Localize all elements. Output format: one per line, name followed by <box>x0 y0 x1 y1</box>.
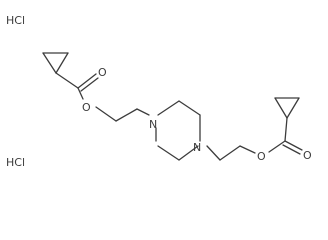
ester-group-top <box>55 72 99 100</box>
ethyl-linker-top <box>95 106 150 122</box>
piperazine-ring <box>155 100 201 161</box>
ester-oxygen-bottom: O <box>257 150 266 163</box>
cyclopropyl-ring-bottom <box>274 97 300 119</box>
cyclopropyl-ring-top <box>42 52 69 74</box>
hcl-label-top: HCl <box>6 14 25 27</box>
ester-group-bottom <box>268 117 303 155</box>
ethyl-linker-bottom <box>206 145 256 161</box>
carbonyl-oxygen-bottom: O <box>303 149 312 162</box>
chemical-structure: HCl HCl O O N N O <box>6 14 312 169</box>
carbonyl-oxygen-top: O <box>98 66 107 79</box>
hcl-label-bottom: HCl <box>6 156 25 169</box>
nitrogen-bottom: N <box>193 141 201 154</box>
nitrogen-top: N <box>149 118 157 131</box>
ester-oxygen-top: O <box>82 101 91 114</box>
